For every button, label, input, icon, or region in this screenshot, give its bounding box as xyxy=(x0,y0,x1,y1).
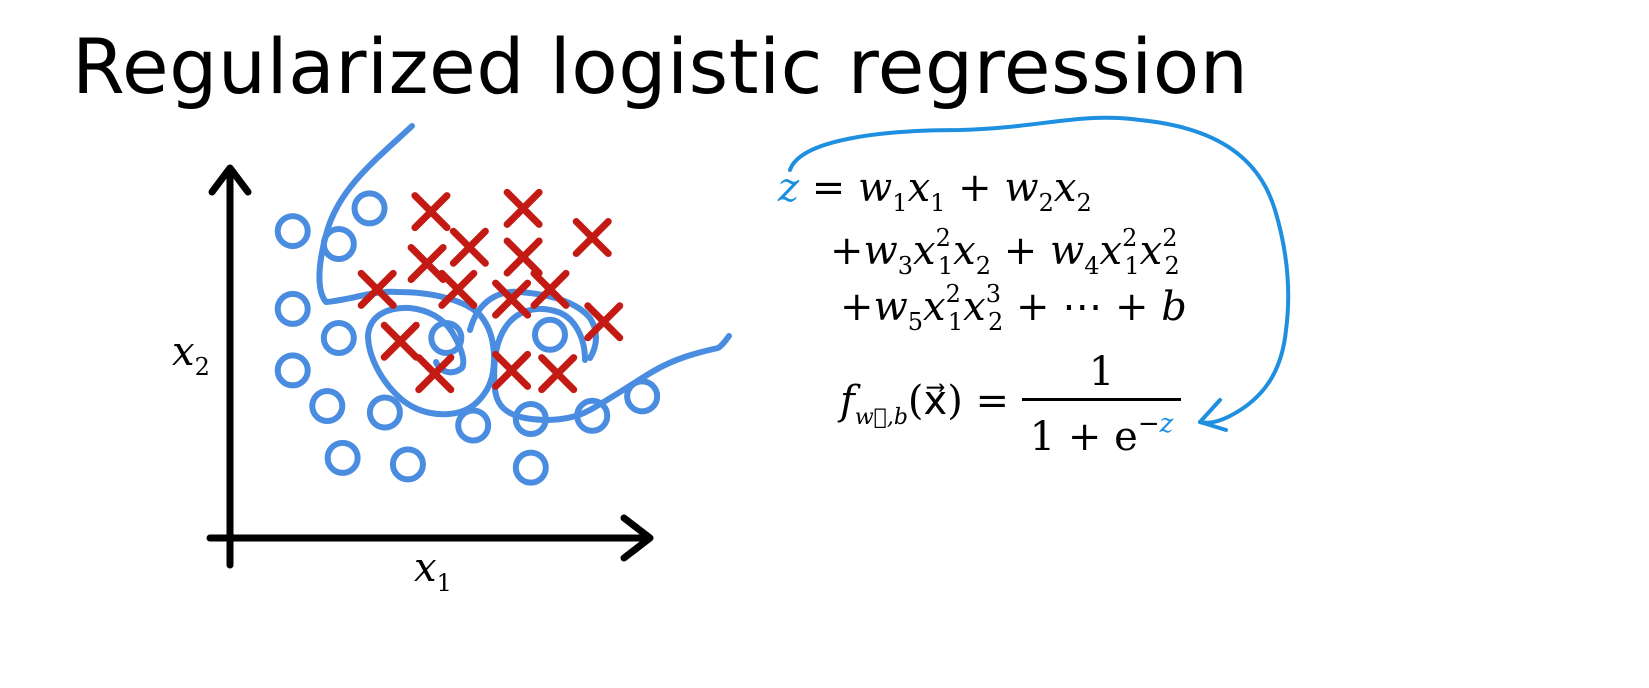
cross-stroke xyxy=(449,227,489,267)
cross-stroke xyxy=(584,302,624,342)
equation-line-3: +w5x21x32 + ⋯ + b xyxy=(840,280,1187,336)
cross-icon xyxy=(357,269,397,309)
cross-icon xyxy=(503,188,543,228)
circle-icon xyxy=(320,320,357,356)
cross-icon xyxy=(530,269,570,309)
cross-stroke xyxy=(438,269,478,309)
boundary-inner-curve xyxy=(491,305,732,423)
circle-icon xyxy=(274,213,311,250)
cross-icon xyxy=(449,227,489,267)
circle-icon xyxy=(366,394,403,431)
cross-stroke xyxy=(530,269,570,309)
sigmoid-equation: fw⃗,b(x⃗) = 1 1 + e−z xyxy=(840,352,1182,457)
cross-icon xyxy=(503,237,543,277)
circle-icon xyxy=(309,388,346,425)
cross-stroke xyxy=(503,188,543,228)
circle-icon xyxy=(351,190,388,227)
cross-stroke xyxy=(380,321,420,361)
cross-icon xyxy=(411,192,451,232)
cross-stroke xyxy=(411,192,451,232)
cross-icon xyxy=(380,321,420,361)
cross-stroke xyxy=(572,218,612,258)
cross-stroke xyxy=(407,243,447,283)
cross-stroke xyxy=(503,237,543,277)
cross-stroke xyxy=(538,354,578,394)
arrow-head-icon xyxy=(1198,398,1228,432)
cross-icon xyxy=(492,279,532,319)
circle-icon xyxy=(512,449,549,486)
circle-icon xyxy=(320,226,357,263)
slide-title: Regularized logistic regression xyxy=(72,22,1249,111)
equation-line-1: z = w1x1 + w2x2 xyxy=(778,165,1092,217)
circle-icon xyxy=(274,290,311,327)
cross-icon xyxy=(407,243,447,283)
circle-icon xyxy=(574,397,611,434)
cross-stroke xyxy=(415,354,455,394)
circle-icon xyxy=(274,352,311,389)
cross-icon xyxy=(584,302,624,342)
z-variable: z xyxy=(778,165,800,211)
x1-axis-label: x1 xyxy=(414,545,452,597)
circle-icon xyxy=(512,401,549,437)
cross-icon xyxy=(492,350,532,390)
substitution-arrow xyxy=(788,115,1291,425)
x2-axis-label: x2 xyxy=(172,329,210,381)
cross-icon xyxy=(572,218,612,258)
decision-boundary xyxy=(316,123,732,423)
circle-icon xyxy=(624,378,661,415)
data-points xyxy=(274,188,661,486)
circle-icon xyxy=(324,439,361,476)
y-axis-arrow-icon xyxy=(208,164,252,196)
cross-stroke xyxy=(492,279,532,319)
circle-icon xyxy=(389,446,426,483)
circle-icon xyxy=(532,316,568,353)
cross-icon xyxy=(415,354,455,394)
cross-icon xyxy=(538,354,578,394)
plot-axes xyxy=(206,164,654,569)
circle-icon xyxy=(455,407,492,444)
equation-line-2: +w3x21x2 + w4x21x22 xyxy=(830,224,1180,280)
cross-icon xyxy=(438,269,478,309)
cross-stroke xyxy=(492,350,532,390)
sigmoid-fraction: 1 1 + e−z xyxy=(1021,352,1182,457)
x-axis-arrow-icon xyxy=(620,514,654,562)
boundary-outer-curve xyxy=(316,123,498,418)
cross-stroke xyxy=(357,269,397,309)
circle-icon xyxy=(428,320,465,356)
